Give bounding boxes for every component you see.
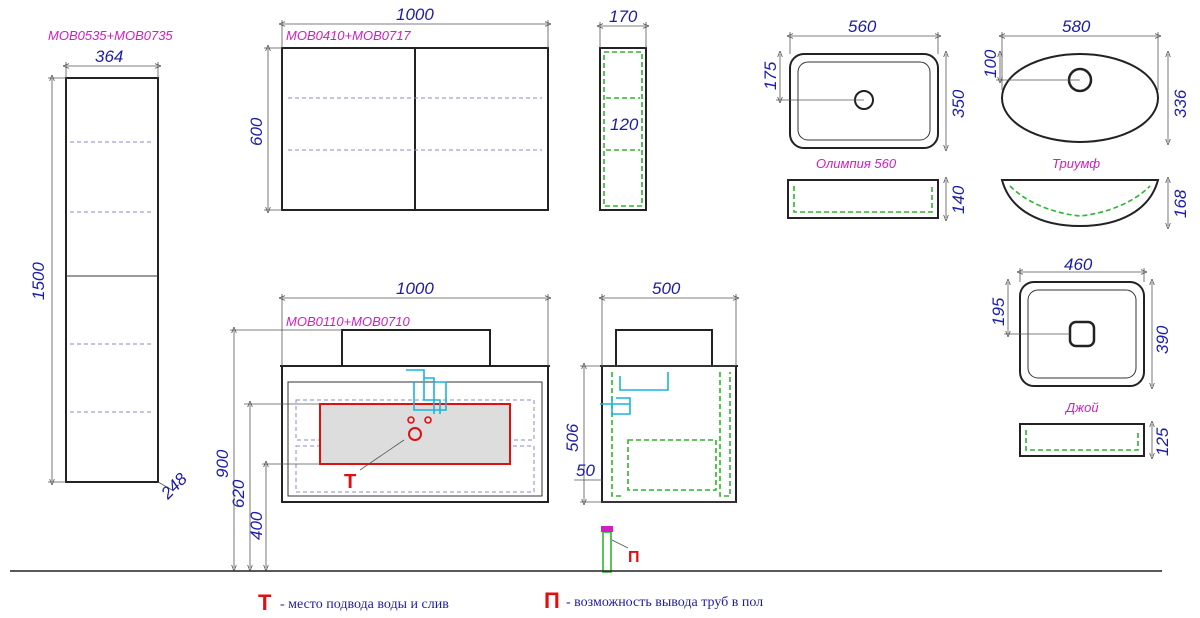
olimpia-width-dim: 560 [848, 17, 877, 36]
tall-cabinet: MOB0535+MOB0735 364 1500 248 [29, 28, 191, 504]
legend-t-text: - место подвода воды и слив [280, 597, 449, 612]
olimpia-height-dim: 140 [949, 185, 968, 214]
mirror-cabinet-model: MOB0410+MOB0717 [286, 28, 411, 43]
triumf-depth-dim: 336 [1171, 89, 1190, 118]
legend-p-text: - возможность вывода труб в пол [566, 595, 763, 610]
tall-cabinet-body [65, 77, 159, 483]
triumf-height-dim: 168 [1171, 189, 1190, 218]
tall-cabinet-model: MOB0535+MOB0735 [48, 28, 173, 43]
joy-name: Джой [1064, 400, 1099, 415]
mirror-depth-dim: 170 [609, 7, 638, 26]
mirror-width-dim: 1000 [396, 5, 434, 24]
vanity-front: MOB0110+MOB0710 Т 1000 900 620 400 [213, 279, 550, 568]
vanity-depth-dim: 500 [652, 279, 681, 298]
legend-t-mark: Т [258, 590, 272, 615]
vanity-side: 500 506 50 [563, 279, 738, 502]
olimpia-name: Олимпия 560 [816, 156, 897, 171]
vanity-height-dim: 506 [563, 423, 582, 452]
vanity-model: MOB0110+MOB0710 [286, 314, 410, 329]
tall-height-dim: 1500 [29, 262, 48, 300]
legend: Т - место подвода воды и слив П - возмож… [258, 588, 763, 615]
mirror-cabinet-side: 170 120 [600, 7, 646, 211]
joy-depth-dim: 390 [1153, 325, 1172, 354]
tall-width-dim: 364 [95, 47, 123, 66]
joy-hole-dim: 195 [989, 297, 1008, 326]
tall-depth-dim: 248 [157, 469, 192, 504]
joy-width-dim: 460 [1064, 255, 1093, 274]
mount-400-dim: 400 [247, 511, 266, 540]
triumf-name: Триумф [1052, 156, 1100, 171]
mount-620-dim: 620 [229, 479, 248, 508]
olimpia-depth-dim: 350 [949, 89, 968, 118]
triumf-width-dim: 580 [1062, 17, 1091, 36]
triumf-hole-dim: 100 [981, 49, 1000, 78]
sink-joy: 460 195 390 Джой 125 [989, 255, 1172, 456]
mount-900-dim: 900 [213, 449, 232, 478]
joy-height-dim: 125 [1153, 427, 1172, 456]
p-marker: П [628, 549, 640, 566]
floor-pipe: П [601, 526, 640, 573]
t-marker: Т [344, 471, 356, 493]
mirror-cabinet: MOB0410+MOB0717 1000 600 [247, 5, 548, 210]
utility-zone [319, 403, 511, 465]
vanity-offset-dim: 50 [576, 461, 595, 480]
mirror-inner-dim: 120 [610, 115, 639, 134]
legend-p-mark: П [544, 588, 560, 613]
sink-olimpia: 560 175 350 Олимпия 560 140 [761, 17, 968, 218]
olimpia-hole-dim: 175 [761, 61, 780, 90]
sink-triumf: 580 100 336 Триумф 168 [981, 17, 1190, 226]
mirror-height-dim: 600 [247, 117, 266, 146]
vanity-width-dim: 1000 [396, 279, 434, 298]
